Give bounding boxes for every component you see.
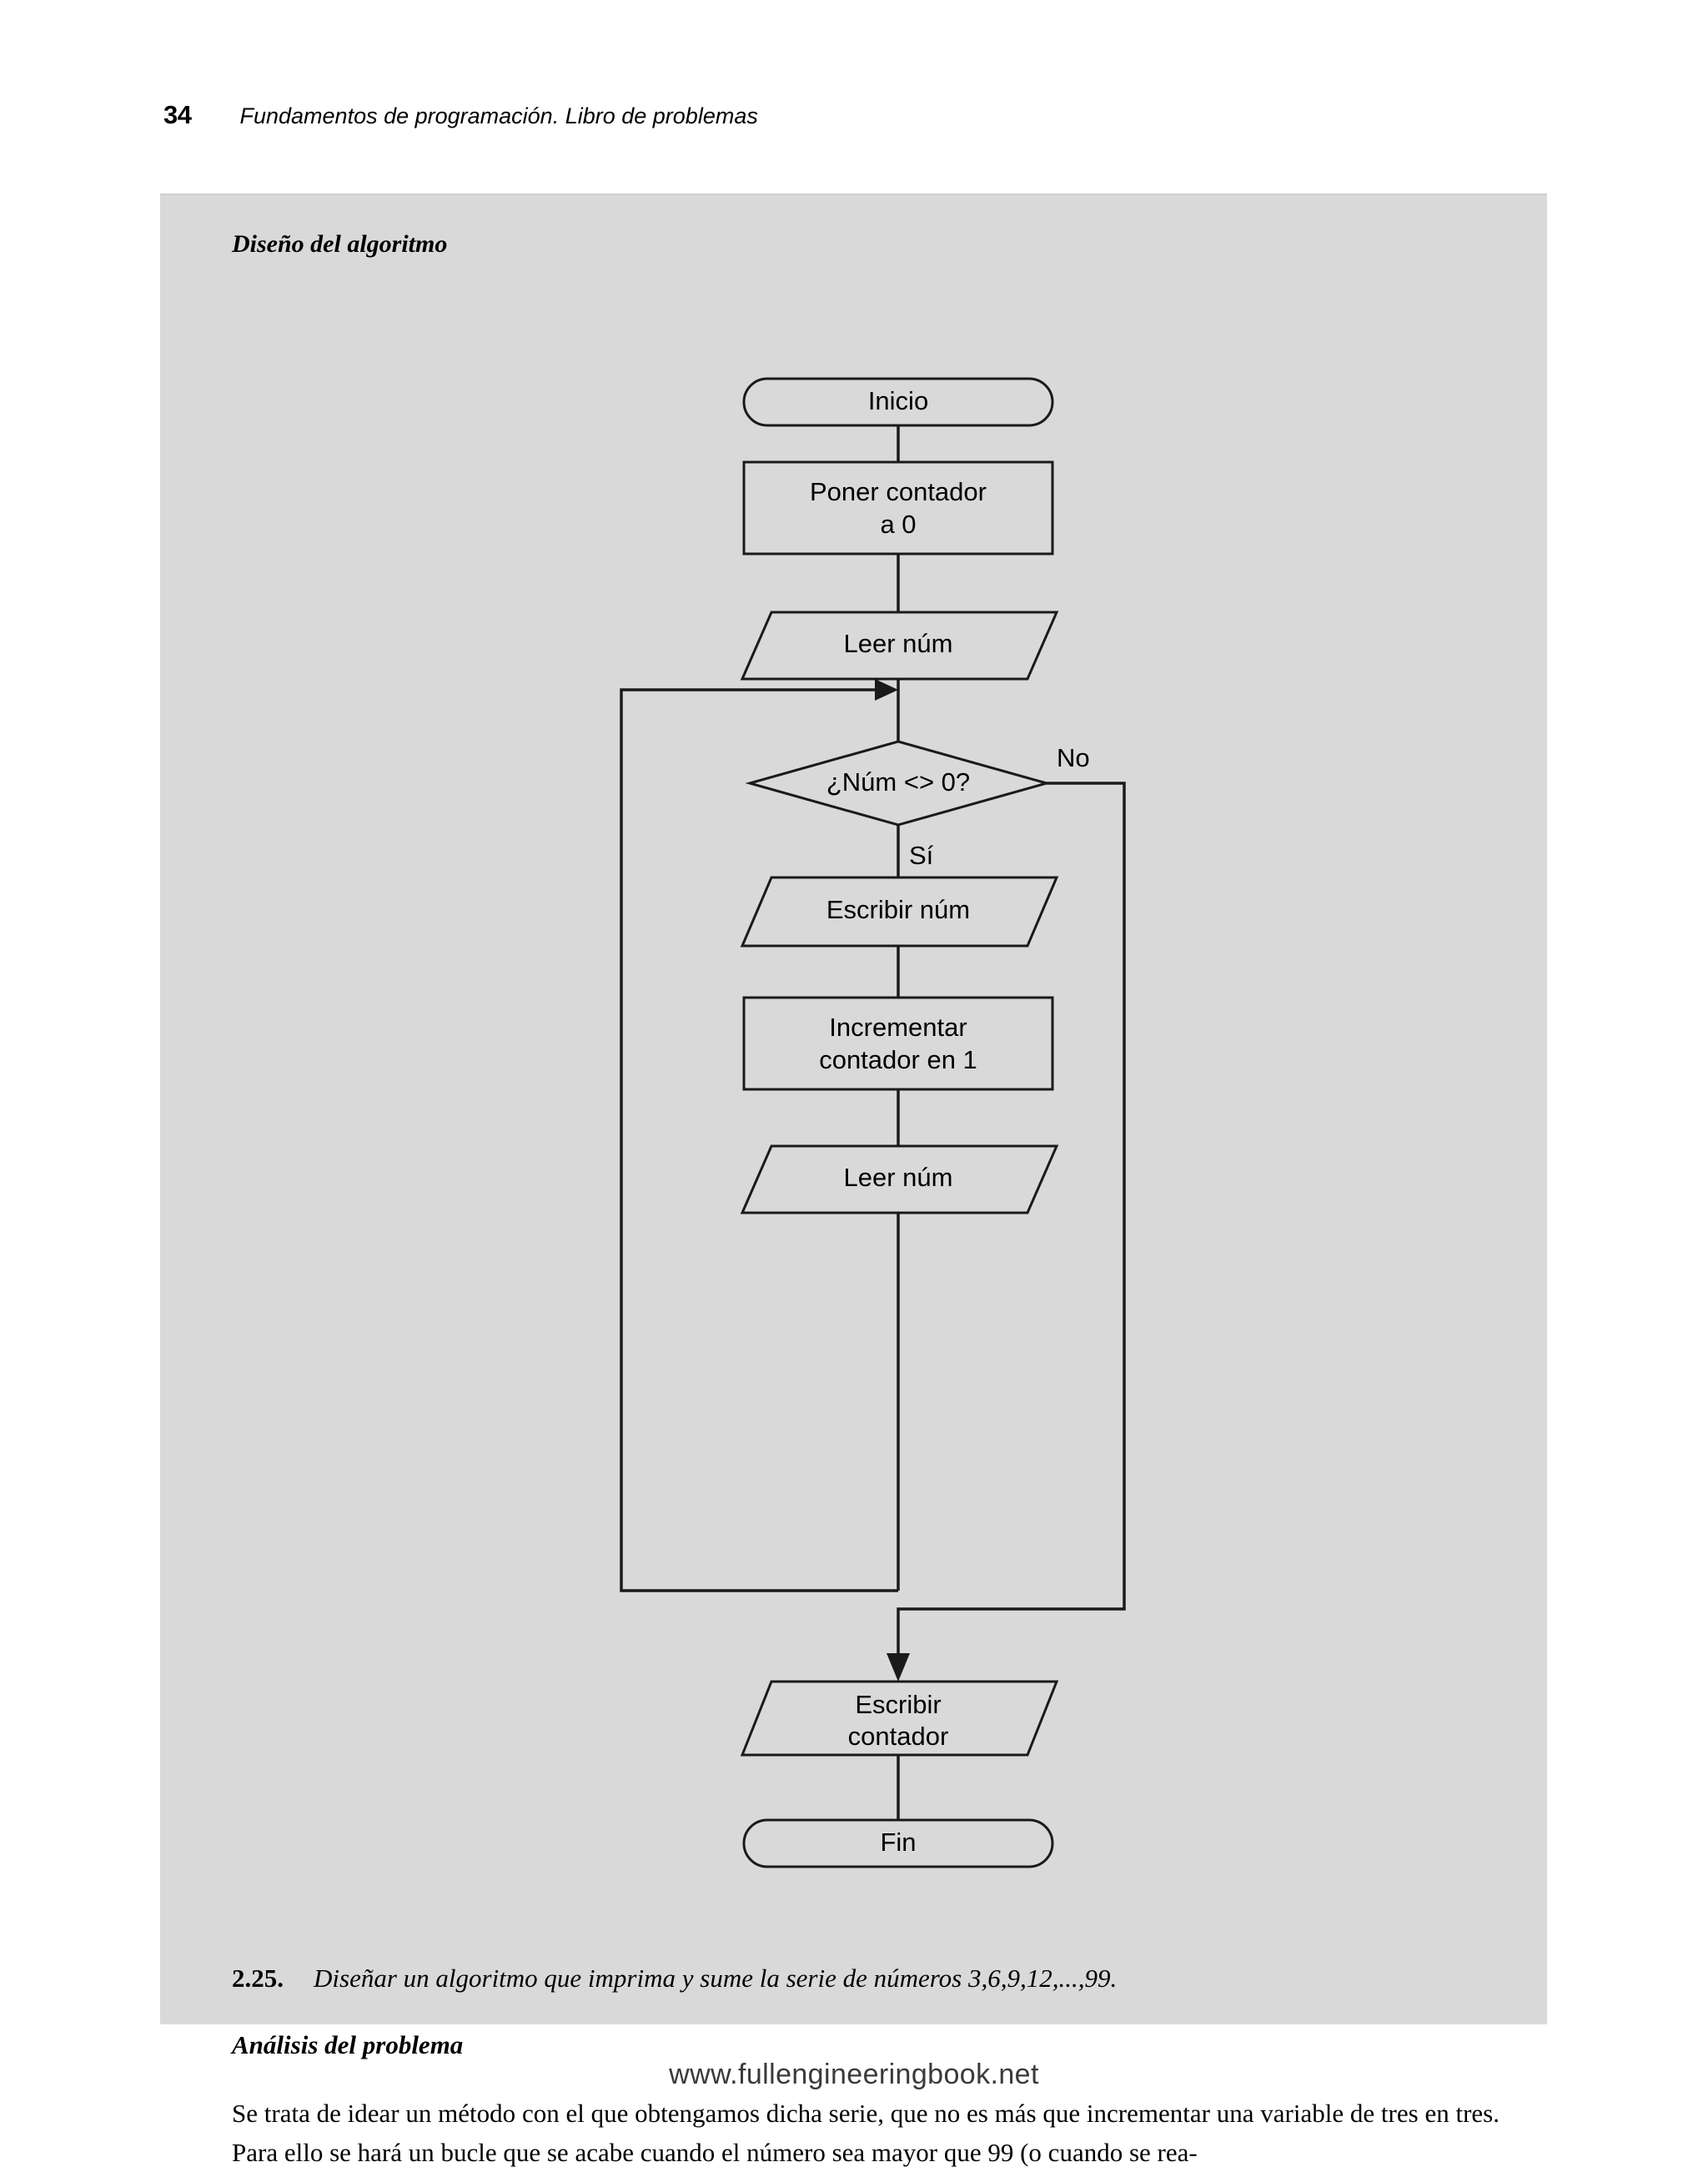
node-start: Inicio [742,377,1054,427]
exercise-number: 2.25. [232,1963,284,1993]
flowchart-connectors [620,425,1126,1820]
branch-label-no: No [1057,743,1090,772]
node-read2-label: Leer núm [844,1163,953,1192]
analysis-heading: Análisis del problema [232,2030,464,2059]
flowchart-diagram: Inicio Poner contador a 0 Leer núm ¿Núm … [620,377,1126,1868]
node-write-num: Escribir núm [740,876,1059,948]
arrowhead-loopback [875,679,898,701]
node-end-shape [742,1818,1054,1868]
node-write-counter-label-line2: contador [848,1722,949,1751]
section-heading: Diseño del algoritmo [232,230,448,258]
analysis-paragraph: Se trata de idear un método con el que o… [232,2099,1500,2168]
node-init-shape [742,460,1054,556]
exercise-statement: 2.25. Diseñar un algoritmo que imprima y… [232,1963,1500,1994]
node-increment-label-line2: contador en 1 [819,1045,977,1074]
node-init-label-line2: a 0 [880,510,916,539]
footer-watermark: www.fullengineeringbook.net [669,2059,1039,2090]
node-decision-label: ¿Núm <> 0? [826,767,970,797]
node-increment-label-line1: Incrementar [829,1013,967,1042]
node-init-label-line1: Poner contador [810,477,987,506]
node-write-num-shape [740,876,1059,948]
running-title: Fundamentos de programación. Libro de pr… [239,103,758,128]
node-increment-shape [742,996,1054,1091]
node-write-counter-shape [740,1680,1059,1757]
exercise-text: Diseñar un algoritmo que imprima y sume … [314,1963,1118,1993]
node-decision-shape [745,740,1052,827]
node-write-counter: Escribir contador [740,1680,1059,1757]
node-decision: ¿Núm <> 0? No Sí [745,740,1090,870]
branch-label-yes: Sí [909,841,934,870]
node-end: Fin [742,1818,1054,1868]
arrowhead-to-write-counter [887,1653,910,1682]
node-start-label: Inicio [868,386,928,415]
node-read1-shape [740,611,1059,681]
node-write-num-label: Escribir núm [826,895,970,924]
connector-loopback-path [620,688,898,1592]
node-end-label: Fin [880,1828,916,1857]
node-write-counter-label-line1: Escribir [855,1690,941,1719]
content-panel: Diseño del algoritmo [160,194,1547,2167]
node-read2-shape [740,1144,1059,1214]
node-init: Poner contador a 0 [742,460,1054,556]
running-head: 34 Fundamentos de programación. Libro de… [163,100,758,130]
node-read1: Leer núm [740,611,1059,681]
node-read1-label: Leer núm [844,629,953,658]
node-read2: Leer núm [740,1144,1059,1214]
connector-decision-no-path [897,782,1126,1667]
page-number: 34 [163,100,192,129]
node-increment: Incrementar contador en 1 [742,996,1054,1091]
node-start-shape [742,377,1054,427]
